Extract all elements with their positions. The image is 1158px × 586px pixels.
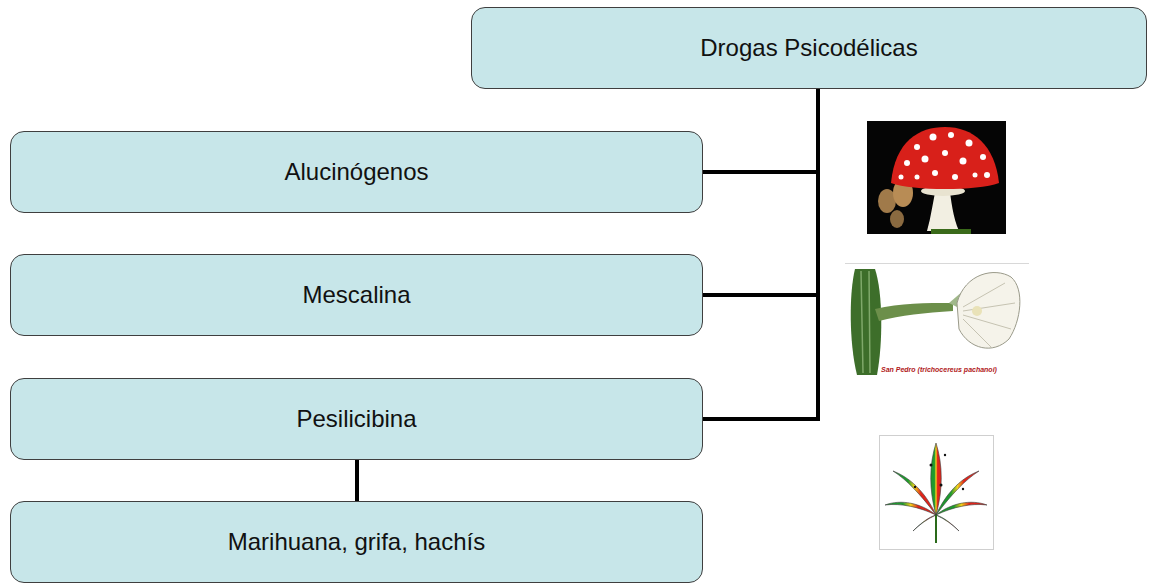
picture-caption: San Pedro (trichocereus pachanoi)	[880, 366, 998, 373]
rounded-box: Drogas Psicodélicas	[471, 7, 1147, 89]
box-label: Drogas Psicodélicas	[700, 34, 917, 62]
rounded-box: Alucinógenos	[10, 131, 703, 213]
rounded-box: Pesilicibina	[10, 378, 703, 460]
rounded-box: Marihuana, grifa, hachís	[10, 501, 703, 583]
cactus-picture	[845, 263, 1029, 379]
box-label: Pesilicibina	[296, 405, 416, 433]
box-label: Mescalina	[302, 281, 410, 309]
connector-line	[703, 89, 818, 419]
box-label: Marihuana, grifa, hachís	[228, 528, 485, 556]
cannabis-leaf-picture	[879, 435, 994, 550]
connector-line	[355, 460, 359, 501]
box-label: Alucinógenos	[284, 158, 428, 186]
connector-line	[703, 89, 818, 295]
connector-line	[703, 89, 818, 172]
mushroom-picture	[867, 121, 1006, 234]
rounded-box: Mescalina	[10, 254, 703, 336]
